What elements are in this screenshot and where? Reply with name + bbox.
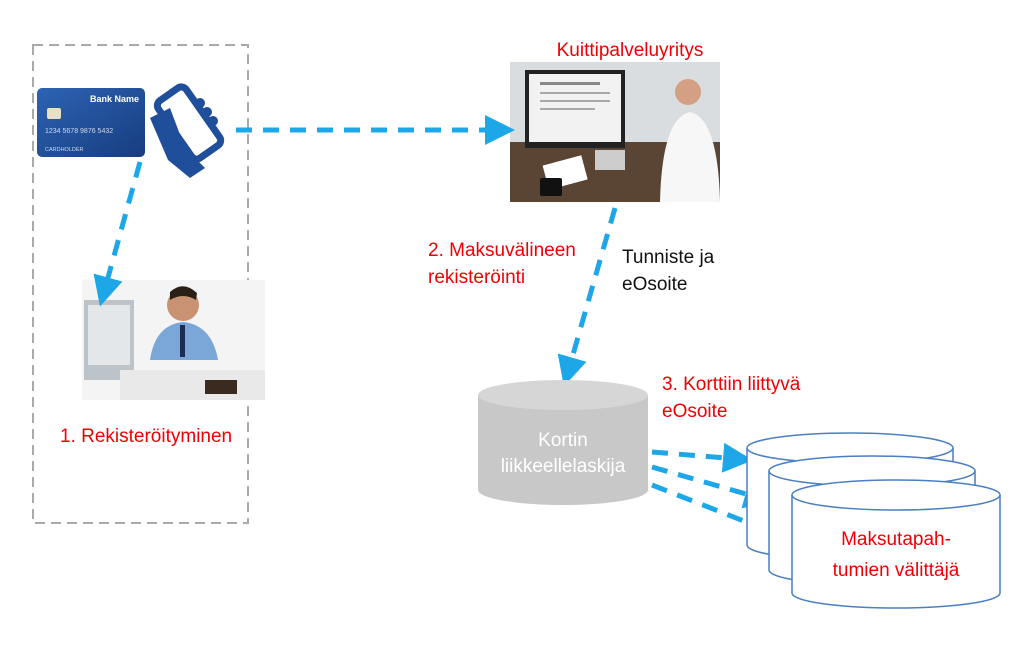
processor-label-line2: tumien välittäjä bbox=[833, 560, 960, 581]
step3-label-line2: eOsoite bbox=[662, 401, 727, 422]
arrow-issuer-to-processor-1 bbox=[651, 442, 753, 473]
identifier-label-line2: eOsoite bbox=[622, 274, 687, 295]
arrow-issuer-to-processor-2 bbox=[651, 464, 775, 509]
receipt-company-photo bbox=[510, 62, 720, 202]
arrow-card-to-registration bbox=[93, 161, 143, 307]
bank-card-image: Bank Name 1234 5678 9876 5432 CARDHOLDER bbox=[37, 88, 145, 157]
payment-processor-cylinders bbox=[746, 432, 1001, 609]
step2-label-line2: rekisteröinti bbox=[428, 267, 525, 288]
hand-phone-icon bbox=[150, 83, 225, 178]
card-bank-name: Bank Name bbox=[90, 94, 139, 104]
issuer-label-line2: liikkeellelaskija bbox=[501, 456, 626, 477]
issuer-label-line1: Kortin bbox=[538, 430, 588, 451]
card-holder: CARDHOLDER bbox=[45, 147, 84, 153]
person-registering-photo bbox=[82, 280, 265, 400]
receipt-company-title: Kuittipalveluyritys bbox=[557, 40, 704, 61]
card-number: 1234 5678 9876 5432 bbox=[45, 128, 113, 135]
card-issuer-cylinder: Kortin liikkeellelaskija bbox=[478, 380, 648, 505]
identifier-label-line1: Tunniste ja bbox=[622, 247, 715, 268]
step3-label-line1: 3. Korttiin liittyvä bbox=[662, 374, 801, 395]
step2-label-line1: 2. Maksuvälineen bbox=[428, 240, 576, 261]
arrow-receipt-company-to-issuer bbox=[557, 207, 618, 387]
processor-label-line1: Maksutapah- bbox=[841, 529, 951, 550]
step1-label: 1. Rekisteröityminen bbox=[60, 426, 232, 447]
